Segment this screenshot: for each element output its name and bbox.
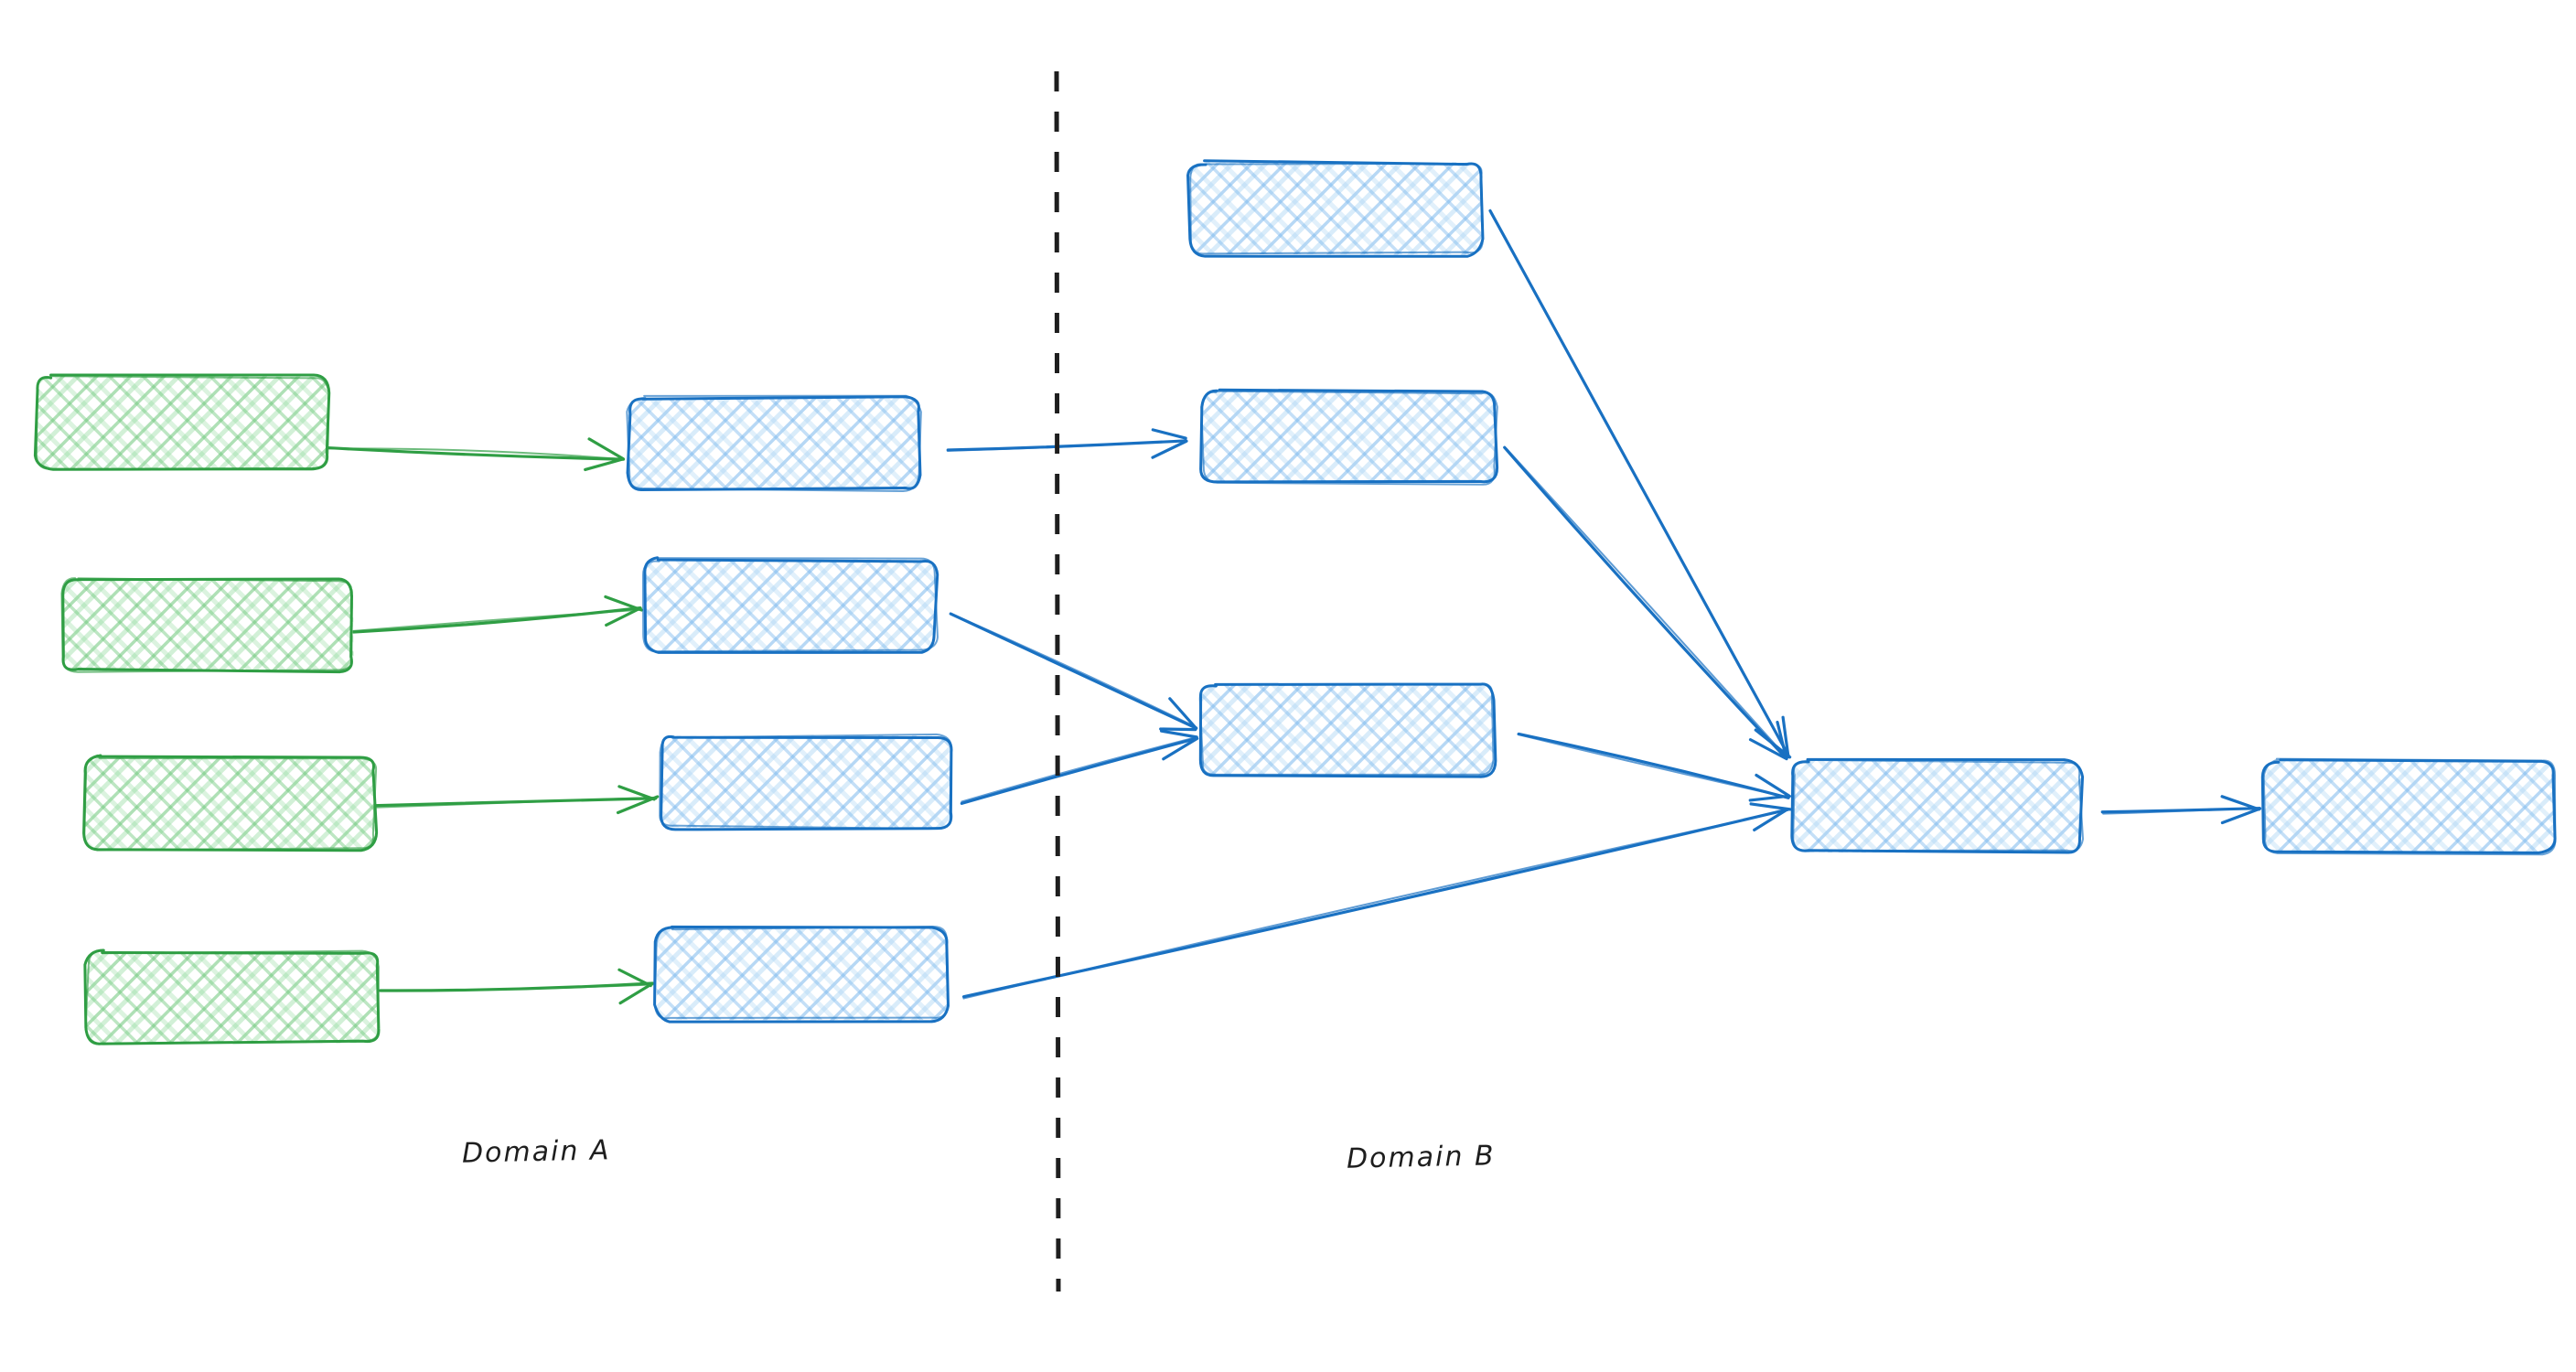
node-box[interactable] (83, 949, 381, 1045)
node-box[interactable] (641, 556, 939, 654)
domain-a-label: Domain A (461, 1134, 611, 1170)
edge-arrow[interactable] (960, 729, 1199, 805)
node-box[interactable] (1790, 757, 2085, 854)
edge-arrow[interactable] (372, 785, 660, 815)
edge-arrow[interactable] (1517, 732, 1791, 802)
node-box[interactable] (1198, 682, 1497, 778)
edge-arrow[interactable] (377, 968, 654, 1005)
node-layer (33, 159, 2557, 1045)
node-box[interactable] (653, 925, 950, 1024)
edge-arrow[interactable] (946, 428, 1188, 459)
edge-layer (325, 209, 2262, 1005)
domain-b-label: Domain B (1346, 1140, 1496, 1175)
node-box[interactable] (626, 394, 922, 493)
domain-divider (1054, 70, 1061, 1292)
edge-arrow[interactable] (325, 437, 626, 472)
edge-arrow[interactable] (961, 802, 1792, 1000)
edge-arrow[interactable] (351, 595, 644, 634)
edge-arrow[interactable] (1488, 209, 1792, 759)
node-box[interactable] (33, 373, 331, 471)
divider-layer (1054, 70, 1061, 1292)
edge-arrow[interactable] (949, 612, 1198, 732)
node-box[interactable] (1186, 159, 1485, 258)
edge-arrow[interactable] (2100, 795, 2262, 825)
node-box[interactable] (1199, 388, 1499, 486)
node-box[interactable] (2260, 757, 2557, 856)
node-box[interactable] (60, 577, 354, 674)
node-box[interactable] (659, 733, 953, 831)
edge-arrow[interactable] (1503, 445, 1788, 761)
node-box[interactable] (82, 754, 379, 852)
